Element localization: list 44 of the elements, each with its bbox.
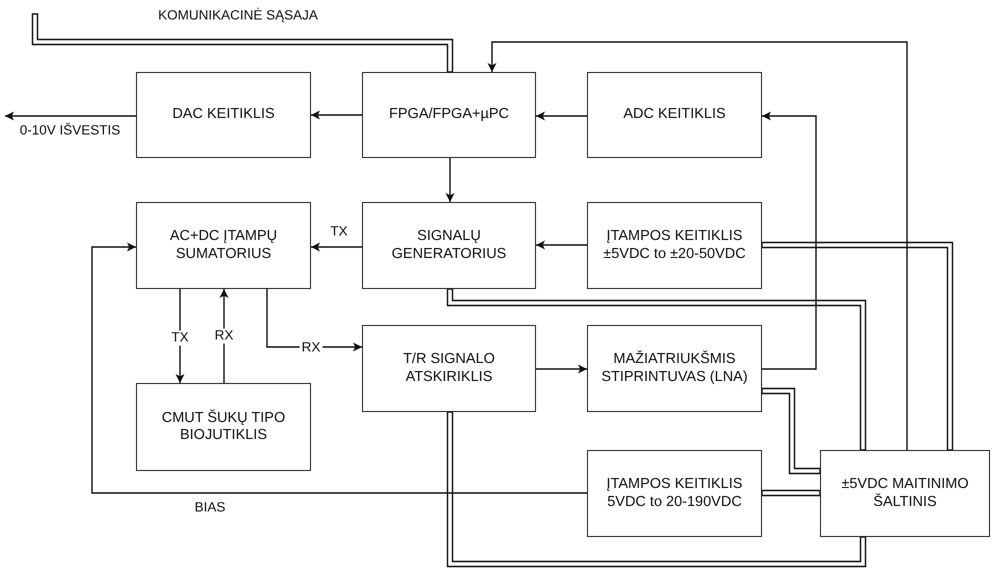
double-line-connector	[446, 411, 866, 568]
process-box	[587, 202, 762, 289]
process-box	[587, 325, 762, 412]
edge-label: KOMUNIKACINĖ SĄSAJA	[156, 8, 320, 24]
process-box	[136, 202, 311, 289]
double-line-connector	[446, 288, 866, 451]
node-label: ±5VDC MAITINIMO ŠALTINIS	[840, 476, 970, 511]
edge-label: TX	[169, 330, 191, 346]
arrow	[536, 240, 587, 250]
arrow	[488, 41, 908, 450]
arrow	[536, 364, 587, 374]
node-label: MAŽIATRIUKŠMIS STIPRINTUVAS (LNA)	[600, 351, 749, 386]
arrow	[536, 112, 587, 120]
arrow	[762, 112, 817, 370]
node-label: AC+DC ĮTAMPŲ SUMATORIUS	[168, 228, 278, 263]
arrow	[446, 158, 454, 202]
arrow	[311, 110, 362, 120]
node-label: SIGNALŲ GENERATORIUS	[390, 228, 508, 263]
arrow	[311, 242, 362, 252]
node-label: ĮTAMPOS KEITIKLIS ±5VDC to ±20-50VDC	[602, 228, 747, 263]
double-line-connector	[761, 242, 954, 451]
process-box	[136, 383, 311, 471]
arrow	[5, 112, 136, 120]
arrow	[176, 289, 184, 383]
process-box	[362, 72, 536, 158]
process-box	[362, 202, 536, 289]
process-box	[587, 72, 762, 158]
node-label: T/R SIGNALO ATSKIRIKLIS	[402, 351, 496, 386]
arrow	[91, 242, 587, 494]
node-label: FPGA/FPGA+µPC	[389, 106, 509, 124]
process-box	[587, 450, 762, 537]
node-label: CMUT ŠUKŲ TIPO BIOJUTIKLIS	[160, 410, 286, 444]
node-label: ADC KEITIKLIS	[623, 106, 726, 124]
double-line-connector	[761, 490, 821, 496]
edge-label: RX	[212, 328, 236, 344]
node-label: ĮTAMPOS KEITIKLIS 5VDC to 20-190VDC	[606, 476, 744, 511]
node-label: DAC KEITIKLIS	[172, 106, 275, 124]
arrow	[266, 289, 362, 352]
process-box	[136, 72, 311, 158]
double-line-connector	[32, 13, 454, 73]
process-box	[820, 450, 990, 537]
arrow	[220, 289, 228, 383]
process-box	[362, 325, 536, 412]
double-line-connector	[761, 388, 821, 474]
